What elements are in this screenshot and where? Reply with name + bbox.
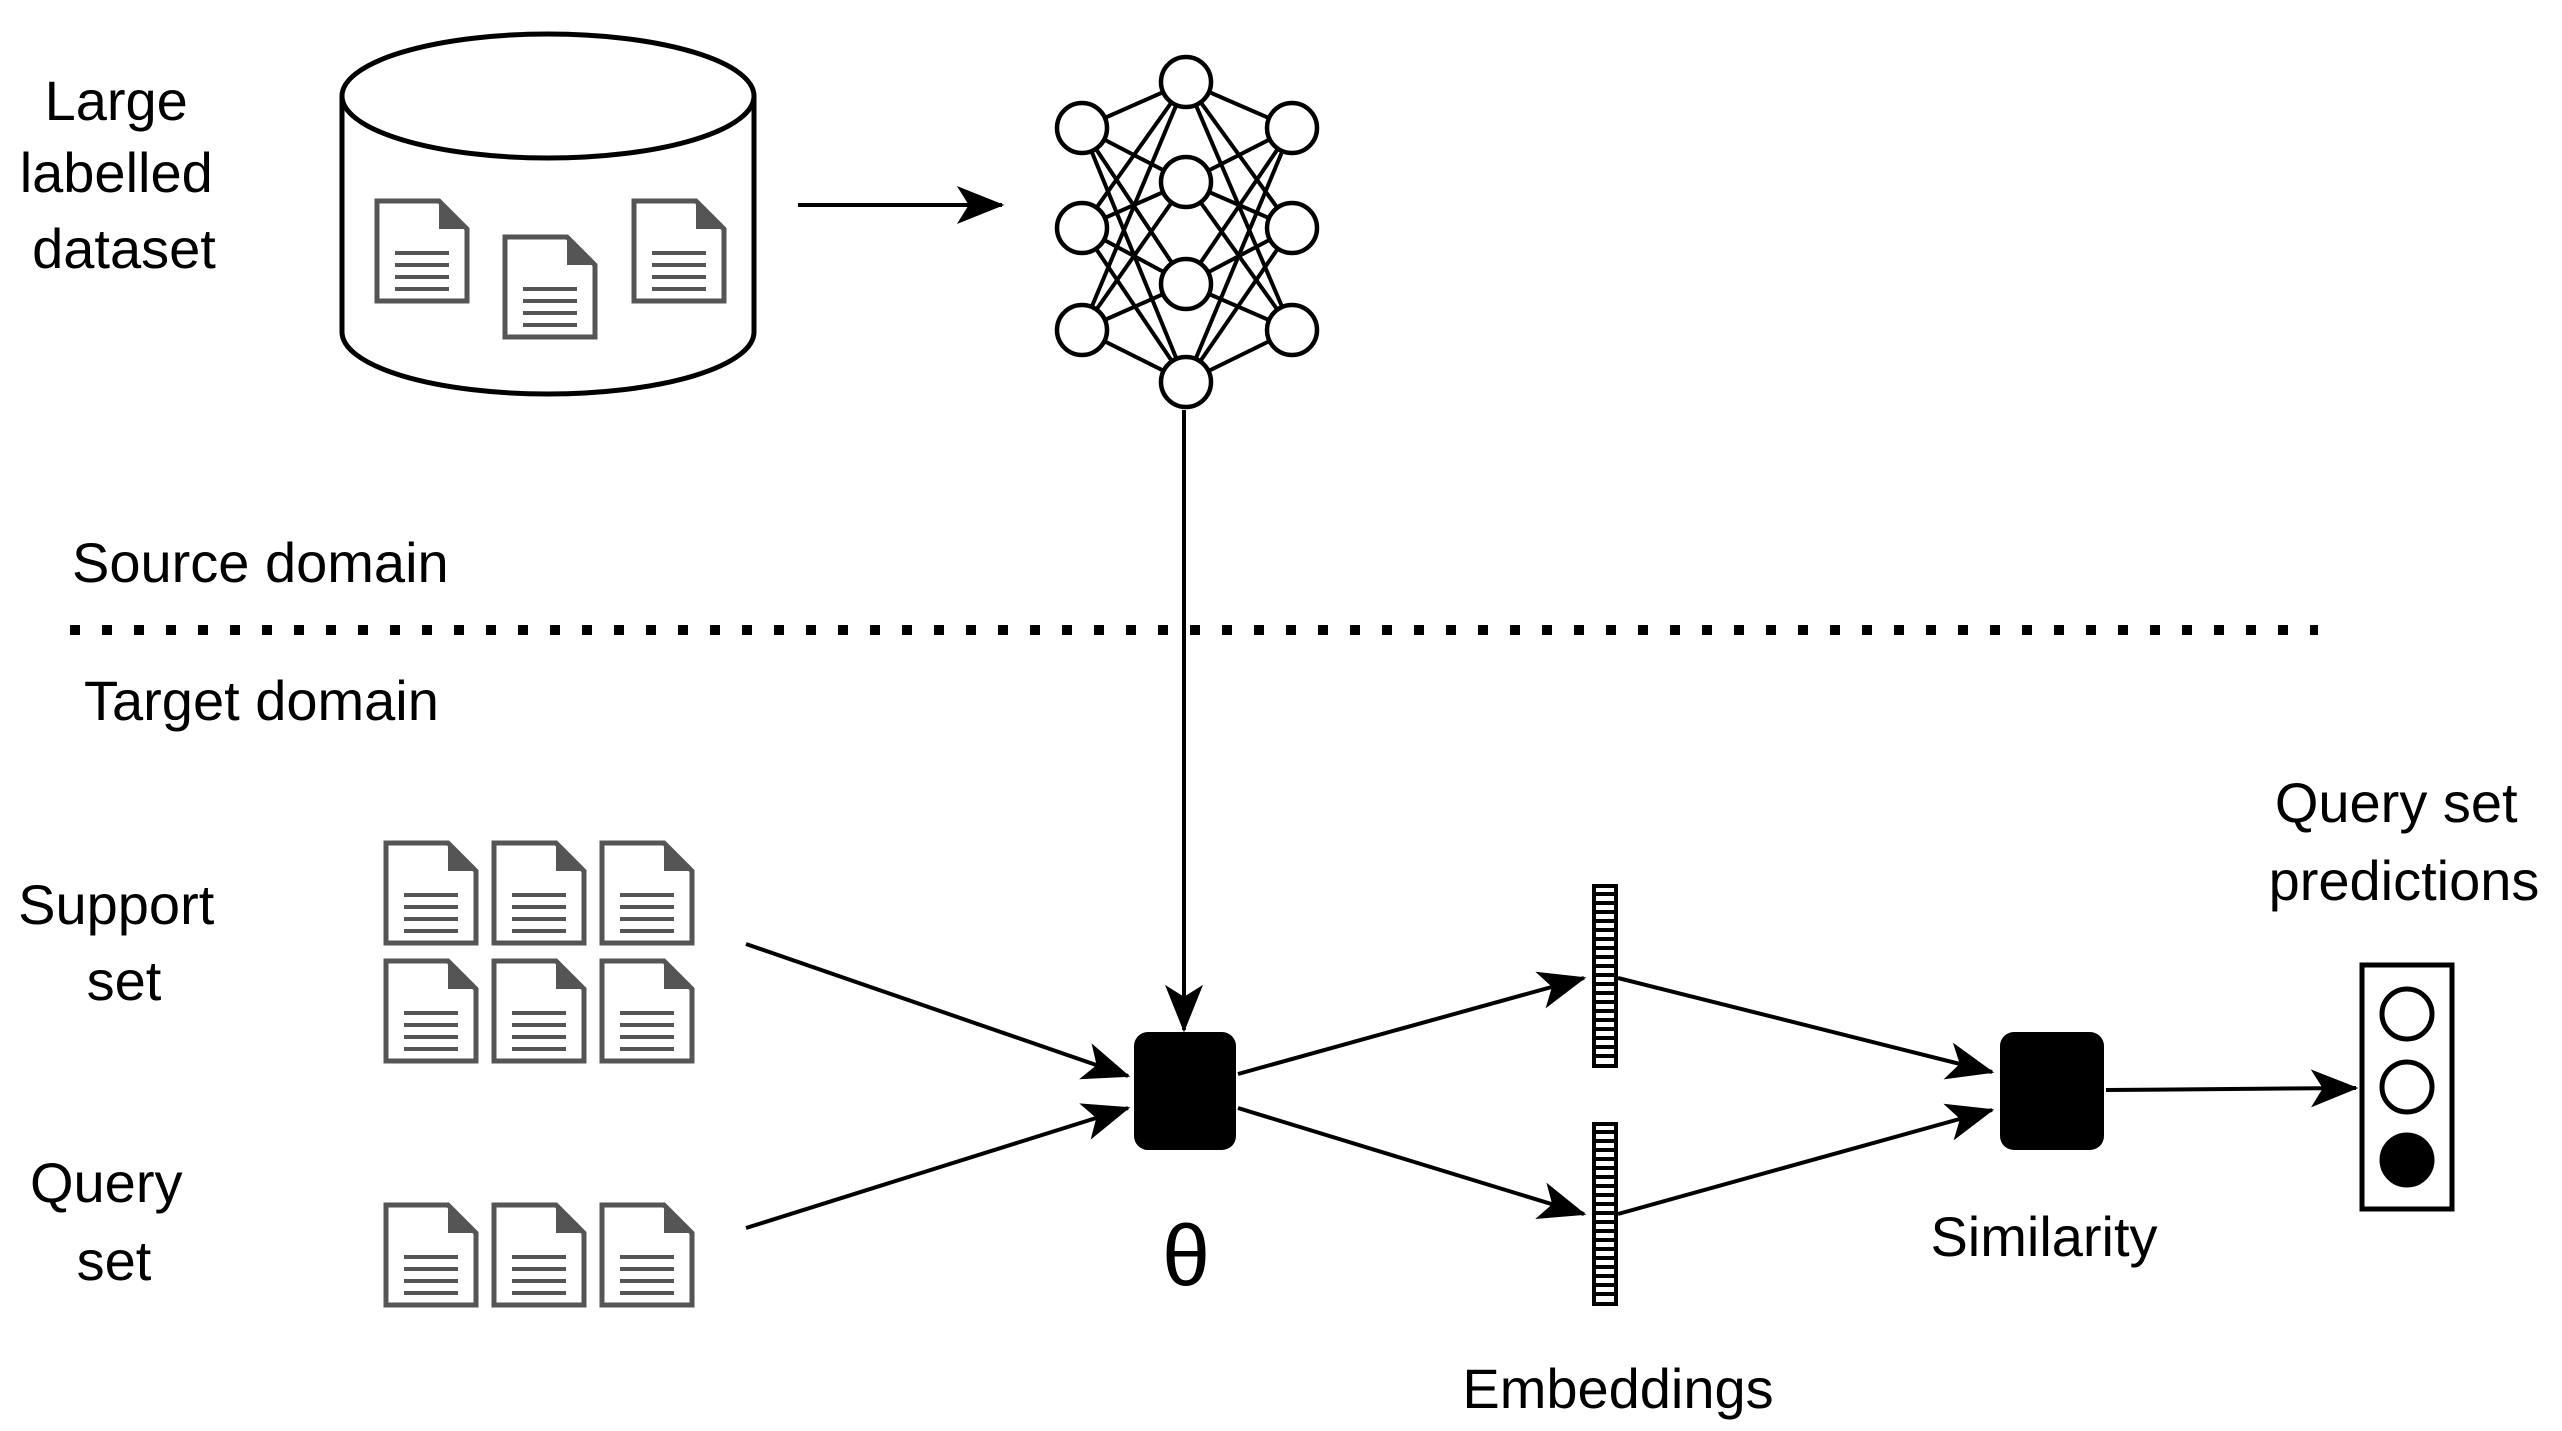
similarity-label: Similarity xyxy=(1930,1205,2157,1268)
network-connection xyxy=(1184,226,1294,384)
network-node xyxy=(1264,302,1320,358)
support-set-documents xyxy=(386,843,692,1061)
network-node xyxy=(1158,354,1214,410)
predictions-label: Query set predictions xyxy=(2269,771,2540,912)
arrow-model-to-query-embedding xyxy=(1237,1106,1587,1219)
arrow-support-to-model xyxy=(745,942,1131,1080)
network-node xyxy=(1054,100,1110,156)
source-domain-label: Source domain xyxy=(72,531,449,594)
network-connection xyxy=(1184,127,1294,383)
network-node xyxy=(1158,54,1214,110)
embeddings-label: Embeddings xyxy=(1462,1357,1773,1420)
prediction-dot xyxy=(2379,986,2435,1042)
prediction-dot xyxy=(2379,1059,2435,1115)
database-icon xyxy=(339,31,757,397)
target-domain-label: Target domain xyxy=(84,669,439,732)
network-node xyxy=(1054,302,1110,358)
arrow-query-embedding-to-similarity xyxy=(1617,1103,1995,1216)
network-node xyxy=(1264,100,1320,156)
prediction-dot-selected xyxy=(2379,1132,2435,1188)
arrow-similarity-to-predictions xyxy=(2105,1069,2359,1108)
embedding-vector-icon xyxy=(1592,1122,1618,1306)
support-set-label: Support set xyxy=(18,873,230,1012)
arrow-model-to-support-embedding xyxy=(1237,971,1587,1076)
arrow-support-embedding-to-similarity xyxy=(1617,976,1995,1080)
network-node xyxy=(1054,200,1110,256)
query-set-documents xyxy=(386,1205,692,1305)
embedding-vector-icon xyxy=(1592,884,1618,1068)
neural-network-icon xyxy=(1054,54,1320,410)
query-set-label: Query set xyxy=(30,1151,198,1292)
network-node xyxy=(1158,154,1214,210)
network-node xyxy=(1158,256,1214,312)
large-dataset-label: Large labelled dataset xyxy=(20,69,229,280)
network-connection xyxy=(1080,81,1188,331)
arrow-query-to-model xyxy=(745,1103,1131,1230)
network-connection xyxy=(1184,126,1294,286)
prediction-indicator-icon xyxy=(2359,962,2455,1212)
model-parameter-label: θ xyxy=(1162,1208,1210,1304)
network-node xyxy=(1264,200,1320,256)
network-connection xyxy=(1080,180,1188,332)
network-connection xyxy=(1080,80,1188,230)
similarity-block xyxy=(2000,1032,2104,1150)
model-block xyxy=(1134,1032,1236,1150)
